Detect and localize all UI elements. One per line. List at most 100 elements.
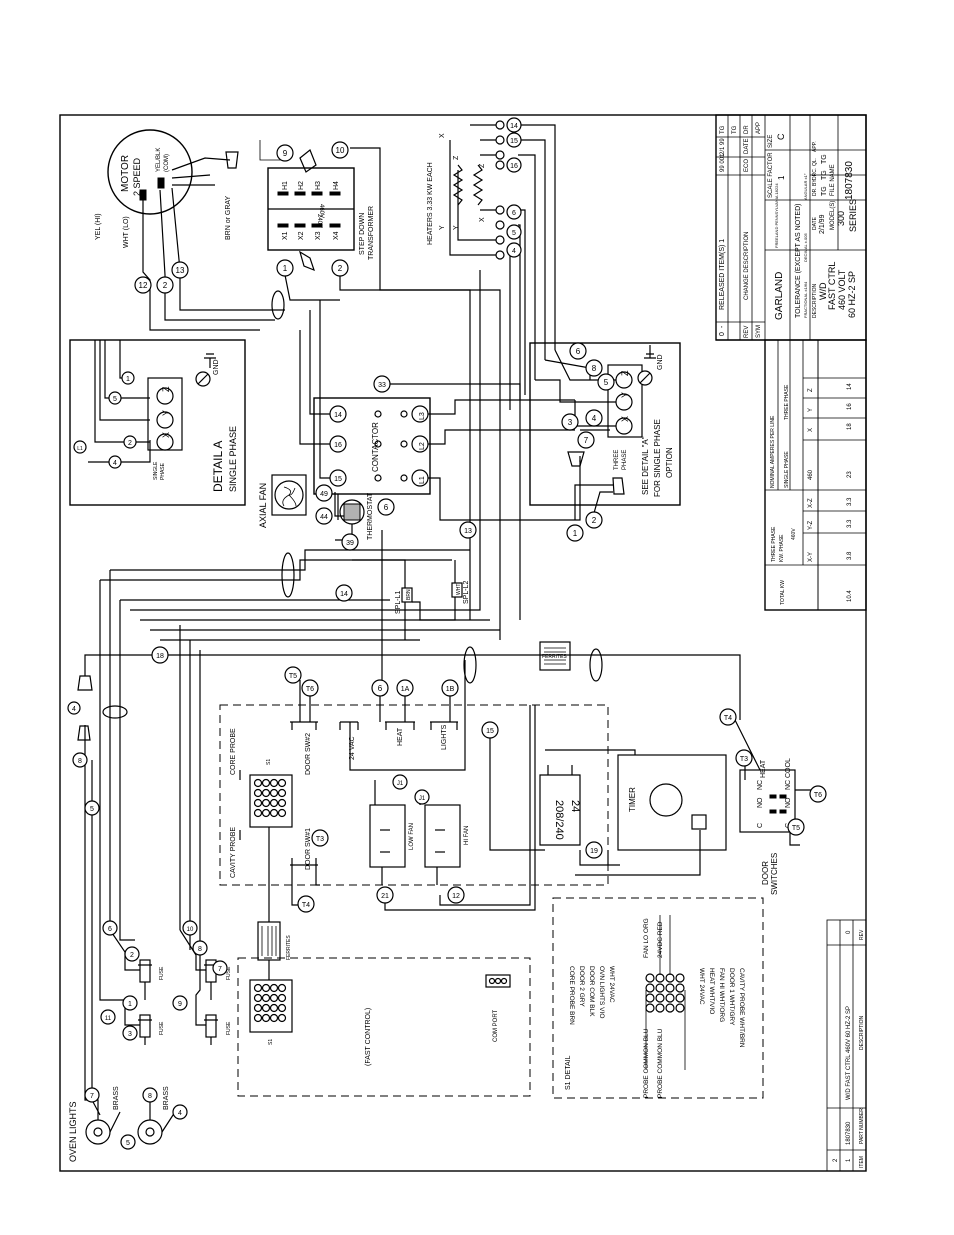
svg-text:T6: T6 (814, 792, 822, 799)
change-description-header: CHANGE DESCRIPTION (744, 232, 750, 300)
rev-value: 0 (719, 332, 726, 336)
svg-text:3: 3 (128, 1031, 132, 1038)
svg-text:T4: T4 (724, 715, 732, 722)
node-4-oven: 4 (172, 1104, 188, 1120)
col-y: Y (808, 408, 814, 412)
sym-value: - (719, 325, 726, 328)
core-probe-label: CORE PROBE (230, 728, 237, 775)
detail-a-subtitle: SINGLE PHASE (228, 426, 238, 492)
ferrites-top-label: FERRITES (542, 654, 567, 660)
svg-text:15: 15 (334, 476, 342, 483)
svg-text:6: 6 (378, 684, 383, 693)
node-2-motor: 2 (156, 276, 174, 294)
quality-value: TG (821, 154, 828, 164)
node-5-oven: 5 (120, 1134, 136, 1150)
checked-value: TG (821, 170, 828, 180)
nominal-amperes-header: NOMINAL AMPERES PER LINE (770, 415, 776, 488)
date-header: DATE (744, 138, 750, 154)
svg-text:5: 5 (113, 396, 117, 403)
motor: MOTOR 2 SPEED YEL/BLK (COM) YEL (HI) WHT… (95, 129, 285, 331)
models-label: MODEL(S) (830, 201, 836, 230)
three-phase-term-x: X (620, 416, 630, 422)
node-6-heater: 6 (506, 204, 522, 220)
svg-text:5: 5 (604, 378, 609, 387)
description-line-3: 460 VOLT (837, 269, 847, 310)
node-4-detail-a: 4 (108, 455, 122, 469)
fast-control-s1-label: S1 (268, 1039, 274, 1045)
node-1-top: 1 (276, 259, 294, 277)
three-phase-terminal-block: Z Y X THREE PHASE SEE DETAIL "A" FOR SIN… (529, 342, 681, 521)
ferrites-top: FERRITES (539, 641, 571, 671)
models-value: 300 (836, 211, 846, 226)
svg-text:T3: T3 (316, 836, 324, 843)
s1-fan-lo-org: FAN LO ORG (643, 918, 650, 958)
svg-text:1: 1 (126, 376, 130, 383)
svg-text:7: 7 (90, 1093, 94, 1100)
svg-text:1B: 1B (446, 686, 455, 693)
wire-harness (99, 270, 741, 950)
parts-description-header: DESCRIPTION (859, 1015, 865, 1050)
detail-a-term-y: Y (161, 410, 171, 416)
three-phase-for-single: FOR SINGLE PHASE (653, 419, 662, 497)
s1-door-1-wht-gry: DOOR 1 WHT/GRY (728, 968, 735, 1026)
detail-a-term-x: X (161, 432, 171, 438)
fuses: FUSE FUSE FUSE FUSE (99, 929, 232, 1045)
svg-text:4: 4 (113, 460, 117, 467)
door-sw-nc-2: NC (785, 780, 792, 790)
value-x-z: 3.3 (847, 497, 853, 506)
description-line-4: 60 HZ-2 SP (847, 271, 857, 318)
transformer-x2: X2 (298, 231, 305, 240)
s1-heat-wht-vio: HEAT WHT/VIO (708, 968, 715, 1014)
s1-probe-common-blu-right: PROBE COMMON BLU (657, 1028, 664, 1098)
scale-factor-value: 1 (777, 175, 786, 180)
col-z: Z (808, 388, 814, 392)
com-port-label: COM PORT (493, 1009, 499, 1042)
low-fan-label: LOW FAN (409, 823, 415, 850)
svg-text:4: 4 (592, 414, 597, 423)
node-t6-right: T6 (809, 785, 827, 803)
contactor-l3: L3 (419, 412, 426, 420)
transformer-label: STEP DOWN (359, 213, 366, 255)
step-down-transformer: 460V 240V STEP DOWN TRANSFORMER H1 H2 H3… (259, 140, 501, 640)
spl-brn-label: BRN (406, 589, 412, 600)
svg-text:T5: T5 (289, 673, 297, 680)
timer-label: TIMER (628, 787, 637, 812)
svg-text:14: 14 (510, 123, 518, 130)
svg-text:33: 33 (378, 382, 386, 389)
door-sw-no-1: NO (757, 797, 764, 808)
date-value-title: 2/1/99 (819, 214, 826, 234)
svg-text:T6: T6 (306, 686, 314, 693)
node-19: 19 (585, 841, 603, 859)
svg-text:13: 13 (176, 266, 185, 275)
value-total-kw: 10.4 (847, 590, 853, 602)
transformer-h2: H2 (298, 181, 305, 190)
svg-text:6: 6 (384, 503, 389, 512)
oven-lights-label: OVEN LIGHTS (68, 1101, 78, 1162)
svg-text:8: 8 (198, 946, 202, 953)
svg-text:2: 2 (163, 281, 168, 290)
heat-label: HEAT (397, 727, 404, 746)
node-t3-right: T3 (735, 749, 753, 767)
svg-text:7: 7 (218, 966, 222, 973)
node-2-detail-a: 2 (123, 435, 137, 449)
door-switches-label-2: SWITCHES (770, 853, 779, 895)
detail-a-title: DETAIL A (211, 441, 225, 492)
heater-z2-label: Z (479, 163, 486, 168)
parts-row1-part: 1807830 (846, 1121, 852, 1145)
node-6-left: 6 (102, 920, 118, 936)
node-2-left: 2 (124, 946, 140, 962)
node-8-left: 8 (72, 752, 88, 768)
node-7-fuse: 7 (212, 960, 228, 976)
value-y-z: 3.3 (847, 519, 853, 528)
svg-text:8: 8 (78, 758, 82, 765)
node-5-detail-a: 5 (108, 391, 122, 405)
fuse-2-label: FUSE (159, 1021, 165, 1035)
s1-door-2-gry: DOOR 2 GRY (578, 966, 585, 1007)
ferrites-bottom: FERRITES (257, 827, 292, 980)
transformer-h3: H3 (315, 181, 322, 190)
drawn-by-label: DR. BY (812, 179, 818, 196)
svg-text:19: 19 (590, 848, 598, 855)
node-j1-top: J1 (392, 774, 408, 790)
node-2-top: 2 (331, 259, 349, 277)
spl-wht-label: WHT (456, 584, 462, 595)
